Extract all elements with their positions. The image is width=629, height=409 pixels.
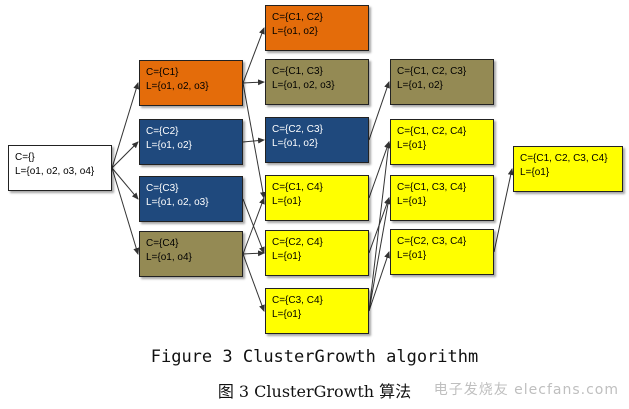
node-objects-label: L={o1, o2} [272, 26, 318, 37]
node-objects-label: L={o1} [397, 250, 427, 261]
node-objects-label: L={o1} [520, 167, 550, 178]
edge-c34-to-c234 [368, 251, 390, 312]
edge-c4-to-c34 [242, 253, 265, 312]
node-c234: C={C2, C3, C4} L={o1} [390, 229, 494, 275]
figure-caption-english: Figure 3 ClusterGrowth algorithm [150, 347, 479, 367]
node-clusters-label: C={C2, C4} [272, 237, 323, 248]
node-objects-label: L={o1, o2, o3} [146, 81, 209, 92]
node-clusters-label: C={C1, C2} [272, 12, 323, 23]
node-c13: C={C1, C3} L={o1, o2, o3} [265, 59, 369, 105]
node-c4: C={C4} L={o1, o4} [139, 231, 243, 277]
node-c23: C={C2, C3} L={o1, o2} [265, 117, 369, 163]
figure-caption-chinese: 图 3 ClusterGrowth 算法 [217, 382, 412, 401]
node-clusters-label: C={C2, C3} [272, 124, 323, 135]
node-clusters-label: C={C1, C2, C3, C4} [520, 153, 608, 164]
node-clusters-label: C={C1, C3} [272, 66, 323, 77]
node-clusters-label: C={C1} [146, 67, 179, 78]
edge-c2-to-c23 [242, 137, 265, 144]
node-c14: C={C1, C4} L={o1} [265, 175, 369, 221]
node-objects-label: L={o1, o2, o3, o4} [15, 166, 95, 177]
node-objects-label: L={o1, o2, o3} [146, 197, 209, 208]
edge-root-to-c2 [111, 141, 139, 169]
node-objects-label: L={o1, o2} [397, 80, 443, 91]
node-c12: C={C1, C2} L={o1, o2} [265, 5, 369, 51]
node-objects-label: L={o1} [397, 140, 427, 151]
node-objects-label: L={o1, o2} [272, 138, 318, 149]
node-objects-label: L={o1} [397, 196, 427, 207]
edge-c14-to-c124 [368, 141, 390, 199]
node-c134: C={C1, C3, C4} L={o1} [390, 175, 494, 221]
node-objects-label: L={o1} [272, 251, 302, 262]
edge-c234-to-c1234 [493, 168, 514, 253]
edge-c34-to-c124 [368, 141, 392, 312]
node-objects-label: L={o1, o4} [146, 252, 192, 263]
node-c34: C={C3, C4} L={o1} [265, 288, 369, 334]
node-clusters-label: C={C2, C3, C4} [397, 236, 467, 247]
node-objects-label: L={o1, o2, o3} [272, 80, 335, 91]
edge-c1-to-c13 [242, 79, 265, 86]
node-clusters-label: C={C3} [146, 183, 179, 194]
node-clusters-label: C={C4} [146, 238, 179, 249]
edge-root-to-c3 [111, 167, 139, 200]
node-clusters-label: C={C1, C4} [272, 182, 323, 193]
node-c123: C={C1, C2, C3} L={o1, o2} [390, 59, 494, 105]
watermark-logo: 电子发烧友 elecfans.com [433, 382, 619, 398]
node-c1234: C={C1, C2, C3, C4} L={o1} [513, 146, 623, 192]
edge-root-to-c4 [111, 167, 140, 255]
node-clusters-label: C={} [15, 152, 35, 163]
edge-root-to-c1 [111, 82, 140, 169]
node-clusters-label: C={C1, C3, C4} [397, 182, 467, 193]
node-c2: C={C2} L={o1, o2} [139, 119, 243, 165]
node-c124: C={C1, C2, C4} L={o1} [390, 119, 494, 165]
node-clusters-label: C={C2} [146, 126, 179, 137]
edge-c23-to-c123 [368, 81, 390, 141]
node-c1: C={C1} L={o1, o2, o3} [139, 60, 243, 106]
edge-layer [111, 27, 514, 312]
node-objects-label: L={o1, o2} [146, 140, 192, 151]
edge-c4-to-c14 [242, 197, 265, 255]
edge-c34-to-c134 [368, 197, 391, 312]
node-objects-label: L={o1} [272, 196, 302, 207]
node-clusters-label: C={C1, C2, C3} [397, 66, 467, 77]
node-root: C={} L={o1, o2, o3, o4} [8, 145, 112, 191]
edge-c4-to-c24 [242, 250, 265, 257]
node-c3: C={C3} L={o1, o2, o3} [139, 176, 243, 222]
node-objects-label: L={o1} [272, 309, 302, 320]
node-clusters-label: C={C3, C4} [272, 295, 323, 306]
node-clusters-label: C={C1, C2, C4} [397, 126, 467, 137]
edge-c1-to-c12 [242, 27, 265, 84]
node-c24: C={C2, C4} L={o1} [265, 230, 369, 276]
